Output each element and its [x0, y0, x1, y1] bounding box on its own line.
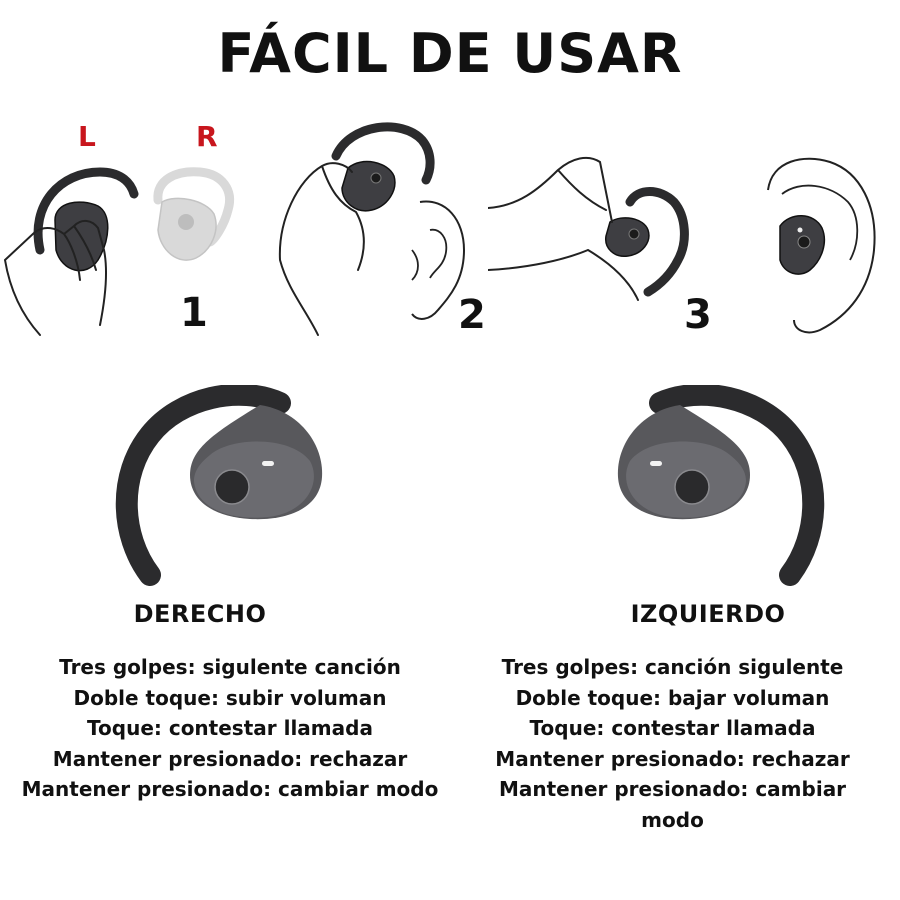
step-number-3: 3: [684, 292, 712, 338]
left-side-label: L: [78, 120, 96, 153]
control-line: Tres golpes: sigulente canción: [59, 655, 401, 679]
step-1-illustration: [4, 167, 234, 336]
control-line: Mantener presionado: rechazar: [52, 746, 408, 771]
step-4-result-illustration: [767, 157, 876, 334]
control-line: Mantener presionado: rechazar: [495, 746, 850, 771]
control-line: Tres golpes: canción sigulente: [501, 655, 844, 679]
left-earbud-title: IZQUIERDO: [630, 600, 786, 628]
step-number-2: 2: [458, 292, 486, 338]
control-line: Toque: contestar llamada: [87, 716, 373, 740]
step-2-illustration: [278, 122, 466, 336]
left-earbud-controls: Tres golpes: canción sigulente Doble toq…: [465, 652, 880, 835]
step-number-1: 1: [180, 290, 208, 336]
right-earbud-controls: Tres golpes: sigulente canción Doble toq…: [0, 652, 460, 805]
control-line: Mantener presionado: cambiar: [498, 777, 847, 801]
control-line: Doble toque: bajar voluman: [515, 685, 830, 710]
right-side-label: R: [196, 120, 218, 153]
control-line: Doble toque: subir voluman: [73, 685, 387, 710]
right-earbud-title: DERECHO: [133, 600, 267, 628]
instruction-steps: L R 1 2 3: [0, 110, 900, 350]
left-earbud-image: [617, 385, 825, 586]
control-line: Toque: contestar llamada: [529, 716, 816, 740]
control-line: Mantener presionado: cambiar modo: [21, 777, 439, 801]
right-earbud-image: [115, 385, 323, 586]
page-title: FÁCIL DE USAR: [217, 22, 683, 85]
step-3-illustration: [488, 156, 689, 301]
control-line: modo: [641, 807, 704, 832]
